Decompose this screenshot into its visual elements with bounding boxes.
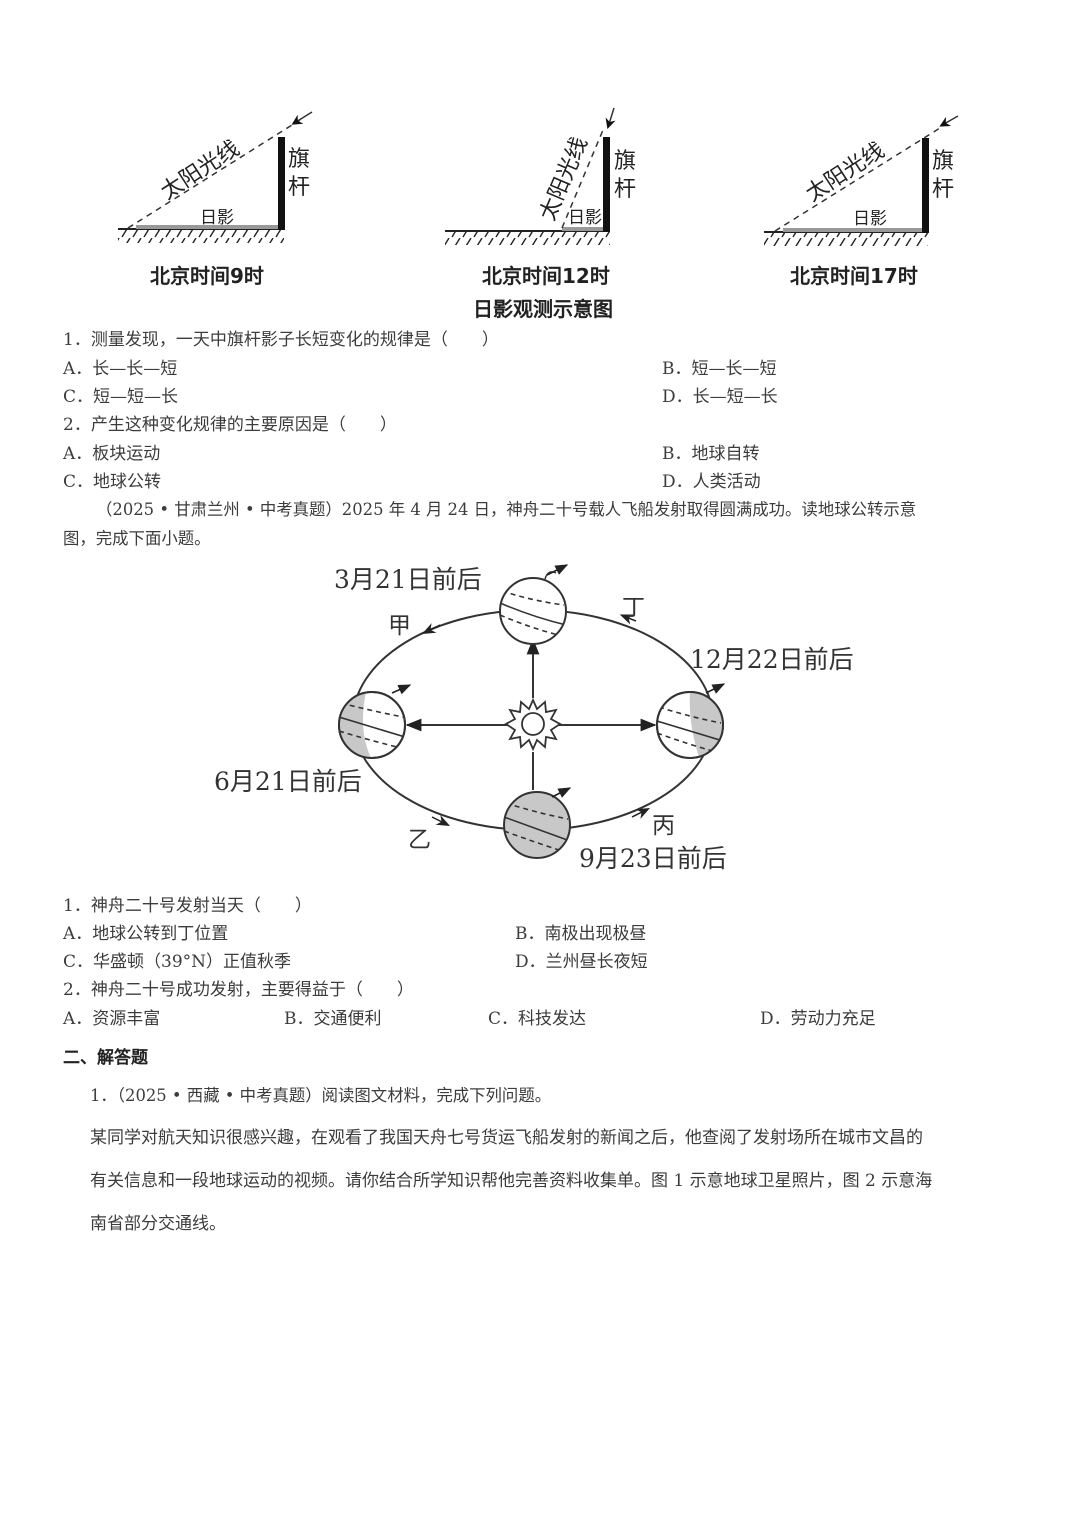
earth-december-icon <box>656 683 726 759</box>
paragraph-line: 某同学对航天知识很感兴趣，在观看了我国天舟七号货运飞船发射的新闻之后，他查阅了发… <box>90 1128 923 1148</box>
orbit-direction-arrow-icon <box>631 807 651 819</box>
sun-icon <box>504 697 562 752</box>
flagpole-icon <box>922 138 929 233</box>
option-d[interactable]: D．兰州昼长夜短 <box>515 952 648 972</box>
segment-label-yi: 乙 <box>408 827 431 853</box>
flagpole-icon <box>278 137 285 230</box>
section-heading: 二、解答题 <box>63 1048 148 1068</box>
option-c[interactable]: C．短—短—长 <box>63 387 179 407</box>
shadow-panel-17h: 太阳光线 旗杆 日影 <box>764 115 959 246</box>
intro-line-2: 图，完成下面小题。 <box>63 529 211 548</box>
earth-september-icon <box>503 787 572 859</box>
intro-line-1: （2025 • 甘肃兰州 • 中考真题）2025 年 4 月 24 日，神舟二十… <box>96 500 917 519</box>
option-b[interactable]: B．南极出现极昼 <box>515 924 647 944</box>
question-2-stem: 2．产生这种变化规律的主要原因是（ ） <box>63 415 397 435</box>
sun-ray-arrow-icon <box>291 111 313 125</box>
figure-title: 日影观测示意图 <box>473 297 613 321</box>
option-a[interactable]: A．地球公转到丁位置 <box>63 924 229 944</box>
option-d[interactable]: D．长—短—长 <box>662 387 778 407</box>
option-b[interactable]: B．短—长—短 <box>662 359 777 379</box>
orbit-direction-arrow-icon <box>421 623 441 635</box>
shadow-label: 日影 <box>200 208 234 228</box>
date-label-june: 6月21日前后 <box>214 767 362 796</box>
segment-label-jia: 甲 <box>388 613 411 639</box>
flagpole-icon <box>603 137 610 232</box>
segment-label-ding: 丁 <box>622 595 645 621</box>
orbit-direction-arrow-icon <box>619 614 637 625</box>
segment-label-bing: 丙 <box>652 813 675 839</box>
option-a[interactable]: A．长—长—短 <box>63 359 178 379</box>
shadow-label: 日影 <box>853 209 887 229</box>
orbit-direction-arrow-icon <box>431 815 451 827</box>
material-paragraph: 某同学对航天知识很感兴趣，在观看了我国天舟七号货运飞船发射的新闻之后，他查阅了发… <box>90 1117 1030 1246</box>
shadow-panel-9h: 太阳光线 旗杆 日影 <box>118 111 313 243</box>
option-d[interactable]: D．人类活动 <box>662 472 761 492</box>
panel-time-caption-17h: 北京时间17时 <box>790 264 918 288</box>
sun-ray-label: 太阳光线 <box>802 138 889 207</box>
essay-question-1-stem: 1．（2025 • 西藏 • 中考真题）阅读图文材料，完成下列问题。 <box>90 1086 552 1105</box>
sun-ray-arrow-icon <box>605 107 616 130</box>
earth-march-icon <box>499 564 569 645</box>
option-b[interactable]: B．交通便利 <box>284 1009 382 1029</box>
question-1-stem: 1．神舟二十号发射当天（ ） <box>63 896 312 916</box>
option-c[interactable]: C．科技发达 <box>488 1009 587 1029</box>
question-2-stem: 2．神舟二十号成功发射，主要得益于（ ） <box>63 980 414 1000</box>
panel-time-caption-9h: 北京时间9时 <box>150 264 264 288</box>
option-d[interactable]: D．劳动力充足 <box>760 1009 876 1029</box>
date-label-december: 12月22日前后 <box>690 645 854 674</box>
date-label-march: 3月21日前后 <box>334 565 482 594</box>
option-c[interactable]: C．华盛顿（39°N）正值秋季 <box>63 952 292 972</box>
earth-orbit-figure: 3月21日前后 12月22日前后 6月21日前后 9月23日前后 甲 乙 丙 丁 <box>214 564 854 873</box>
option-b[interactable]: B．地球自转 <box>662 444 760 464</box>
shadow-label: 日影 <box>568 208 602 228</box>
earth-june-icon <box>338 684 412 759</box>
date-label-september: 9月23日前后 <box>579 844 727 873</box>
sun-ray-label: 太阳光线 <box>157 136 244 205</box>
shadow-panel-12h: 太阳光线 旗杆 日影 <box>445 107 636 245</box>
pole-label: 旗杆 <box>614 149 636 202</box>
sun-ray-arrow-icon <box>939 115 959 127</box>
panel-time-caption-12h: 北京时间12时 <box>482 264 610 288</box>
option-c[interactable]: C．地球公转 <box>63 472 162 492</box>
option-a[interactable]: A．板块运动 <box>63 444 161 464</box>
paragraph-line: 有关信息和一段地球运动的视频。请你结合所学知识帮他完善资料收集单。图 1 示意地… <box>90 1171 933 1191</box>
question-1-stem: 1．测量发现，一天中旗杆影子长短变化的规律是（ ） <box>63 330 499 350</box>
shadow-observation-figure: 太阳光线 旗杆 日影 太阳光线 旗杆 日影 太阳光线 旗杆 日影 <box>118 107 959 246</box>
pole-label: 旗杆 <box>932 149 954 202</box>
paragraph-line: 南省部分交通线。 <box>90 1214 226 1234</box>
pole-label: 旗杆 <box>288 147 310 200</box>
option-a[interactable]: A．资源丰富 <box>63 1009 161 1029</box>
